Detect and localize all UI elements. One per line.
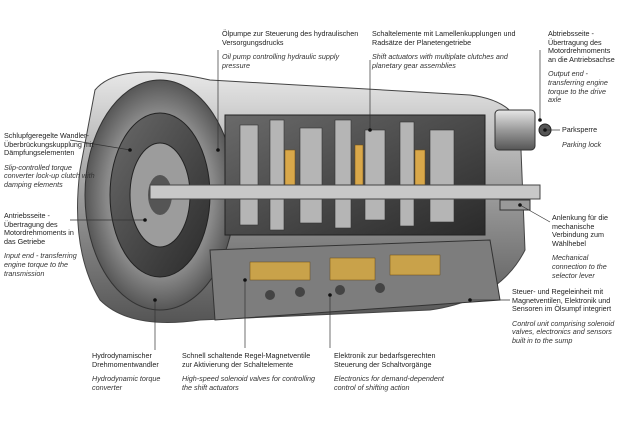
callout-en: Output end - transferring engine torque …: [548, 69, 608, 105]
callout-en: Mechanical connection to the selector le…: [552, 253, 607, 280]
callout-en: Input end - transferring engine torque t…: [4, 251, 77, 278]
callout-de: Schlupfgeregelte Wandler-Überbrückungsku…: [4, 131, 94, 158]
callout-en: Slip-controlled torque converter lock-up…: [4, 162, 95, 189]
callout-solenoid-valves: Schnell schaltende Regel-Magnetventile z…: [182, 351, 322, 392]
callout-de: Abtriebsseite - Übertragung des Motordre…: [548, 29, 615, 64]
callout-oil-pump: Ölpumpe zur Steuerung des hydraulischen …: [222, 29, 362, 70]
callout-de: Anlenkung für die mechanische Verbindung…: [552, 213, 608, 248]
callout-en: Parking lock: [562, 139, 602, 149]
callout-output-end: Abtriebsseite - Übertragung des Motordre…: [548, 29, 618, 105]
callout-en: Electronics for demand-dependent control…: [334, 374, 444, 392]
callout-de: Parksperre: [562, 125, 598, 134]
callout-de: Antriebsseite - Übertragung des Motordre…: [4, 211, 74, 246]
callout-de: Schnell schaltende Regel-Magnetventile z…: [182, 351, 311, 369]
callout-control-unit: Steuer- und Regeleinheit mit Magnetventi…: [512, 287, 618, 346]
callout-selector-link: Anlenkung für die mechanische Verbindung…: [552, 213, 618, 280]
selector-lever-link: [499, 199, 531, 211]
callout-de: Steuer- und Regeleinheit mit Magnetventi…: [512, 287, 612, 314]
callout-en: High-speed solenoid valves for controlli…: [182, 374, 316, 392]
callout-torque-converter: Hydrodynamischer Drehmomentwandler Hydro…: [92, 351, 178, 392]
callout-de: Elektronik zur bedarfsgerechten Steuerun…: [334, 351, 436, 369]
callout-input-end: Antriebsseite - Übertragung des Motordre…: [4, 211, 84, 278]
callout-en: Control unit comprising solenoid valves,…: [512, 318, 615, 345]
callout-lockup-clutch: Schlupfgeregelte Wandler-Überbrückungsku…: [4, 131, 96, 190]
callout-shift-elements: Schaltelemente mit Lamellenkupplungen un…: [372, 29, 522, 70]
callout-de: Schaltelemente mit Lamellenkupplungen un…: [372, 29, 516, 47]
callout-en: Shift actuators with multiplate clutches…: [372, 52, 508, 70]
callout-electronics: Elektronik zur bedarfsgerechten Steuerun…: [334, 351, 464, 392]
callout-de: Hydrodynamischer Drehmomentwandler: [92, 351, 159, 369]
callout-en: Oil pump controlling hydraulic supply pr…: [222, 52, 340, 70]
callout-de: Ölpumpe zur Steuerung des hydraulischen …: [222, 29, 359, 47]
output-flange: [494, 109, 536, 151]
main-shaft: [149, 184, 541, 200]
callout-en: Hydrodynamic torque converter: [92, 374, 161, 392]
callout-parking-lock: Parksperre Parking lock: [562, 125, 618, 149]
